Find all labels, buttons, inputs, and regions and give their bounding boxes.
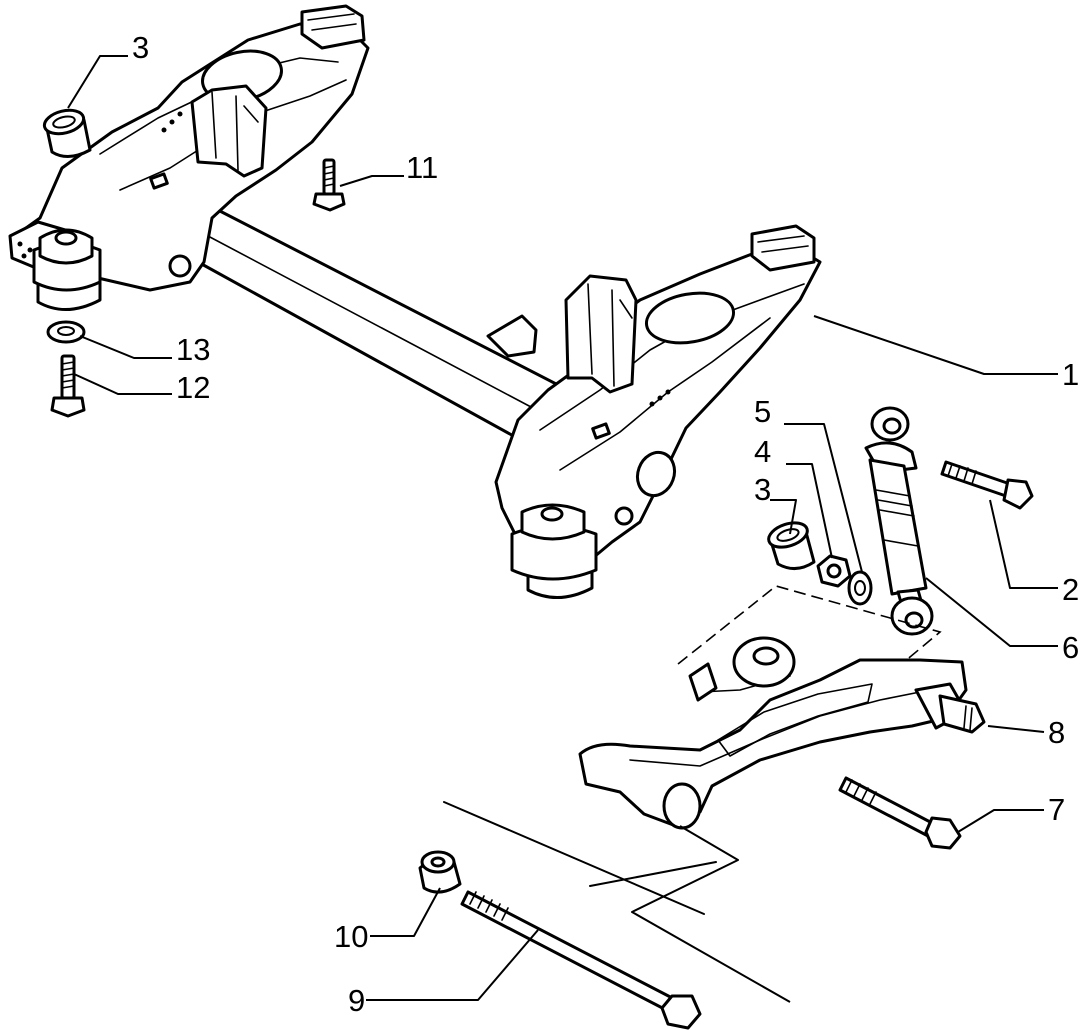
callout-9: 9 bbox=[348, 983, 365, 1018]
leader-10 bbox=[370, 887, 441, 937]
leader-4 bbox=[786, 463, 833, 559]
part-3-bushing-right bbox=[767, 521, 816, 570]
leader-11 bbox=[339, 175, 404, 187]
callout-1: 1 bbox=[1062, 357, 1079, 392]
reference-zigzag bbox=[631, 825, 791, 1003]
callout-5: 5 bbox=[754, 394, 771, 429]
part-5-washer bbox=[847, 570, 873, 606]
leader-12 bbox=[73, 373, 172, 395]
leader-6 bbox=[925, 577, 1058, 647]
right-rubber-mount bbox=[510, 503, 598, 600]
part-11-bolt bbox=[312, 158, 346, 212]
leader-3-right bbox=[770, 499, 797, 535]
leader-9 bbox=[366, 929, 539, 1001]
assembly-dashed-outline bbox=[677, 585, 942, 665]
left-rubber-mount bbox=[32, 228, 102, 312]
part-7-bolt bbox=[838, 776, 962, 850]
callout-10: 10 bbox=[334, 919, 368, 954]
callout-6: 6 bbox=[1062, 630, 1079, 665]
callout-7: 7 bbox=[1048, 792, 1065, 827]
callout-4: 4 bbox=[754, 434, 771, 469]
part-3-bushing-left bbox=[42, 108, 92, 158]
leader-lines bbox=[67, 55, 1058, 1001]
right-top-mount bbox=[750, 224, 816, 272]
callout-2: 2 bbox=[1062, 572, 1079, 607]
left-arm-bracket bbox=[190, 84, 268, 178]
callout-11: 11 bbox=[406, 150, 438, 185]
tube-bracket bbox=[486, 314, 538, 358]
callout-8: 8 bbox=[1048, 715, 1065, 750]
callout-13: 13 bbox=[176, 332, 210, 367]
part-12-bolt bbox=[50, 354, 86, 418]
part-1-crossmember bbox=[8, 4, 822, 600]
callout-3-top: 3 bbox=[132, 30, 149, 65]
reference-line bbox=[443, 801, 705, 915]
part-13-washer bbox=[46, 320, 86, 344]
part-4-nut bbox=[816, 554, 852, 588]
leader-5 bbox=[784, 423, 863, 573]
reference-line bbox=[589, 861, 717, 887]
part-9-long-bolt bbox=[460, 890, 702, 1030]
part-2-bolt bbox=[940, 460, 1034, 510]
leader-2 bbox=[989, 499, 1058, 589]
right-arm-bracket bbox=[564, 274, 638, 394]
leader-8 bbox=[987, 725, 1045, 733]
right-arm-hole bbox=[644, 291, 736, 345]
leader-7 bbox=[957, 809, 1044, 833]
leader-1 bbox=[813, 315, 1058, 375]
callout-labels: 1 2 3 3 4 5 6 7 8 9 10 11 12 13 bbox=[132, 30, 1079, 1018]
callout-3-right: 3 bbox=[754, 472, 771, 507]
part-6-shock-absorber bbox=[864, 406, 934, 636]
leader-13 bbox=[79, 335, 172, 359]
part-10-nut bbox=[418, 850, 462, 894]
callout-12: 12 bbox=[176, 370, 210, 405]
leader-3-top bbox=[67, 55, 128, 109]
part-8-wishbone bbox=[578, 636, 986, 830]
